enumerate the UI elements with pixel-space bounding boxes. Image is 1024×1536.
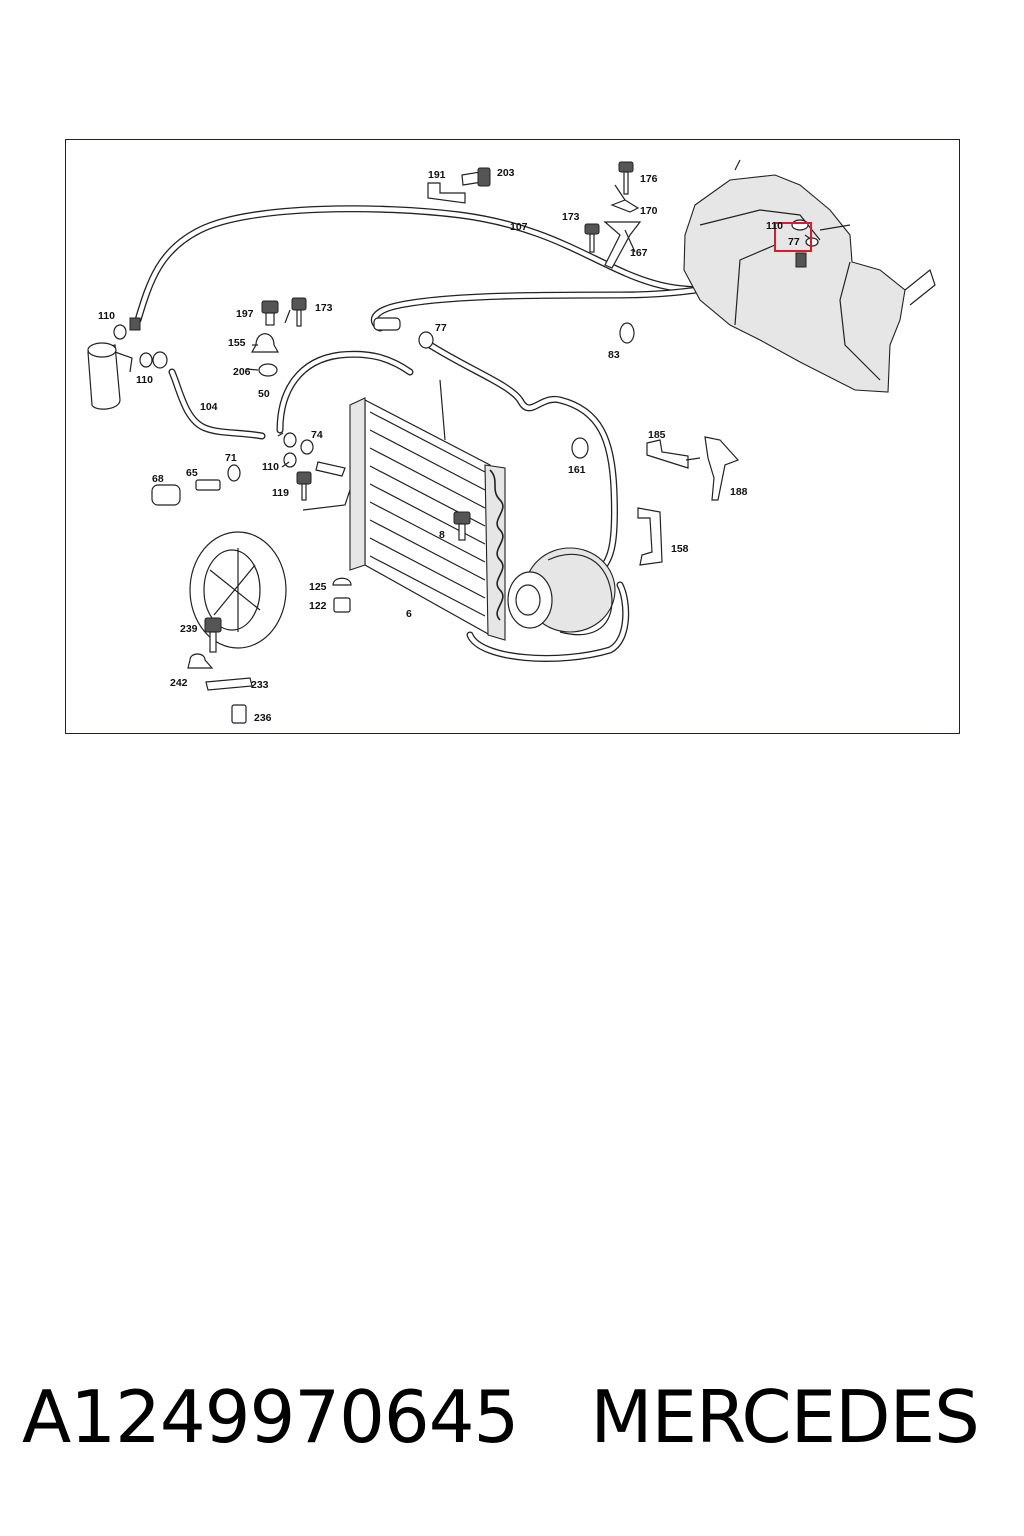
callout-239: 239 <box>180 623 198 635</box>
callout-74: 74 <box>311 429 323 441</box>
callout-labels: 191 203 176 170 173 107 167 110 77 110 1… <box>98 167 800 724</box>
callout-167: 167 <box>630 247 648 259</box>
callout-110-dryer: 110 <box>136 374 153 386</box>
callout-203: 203 <box>497 167 515 179</box>
callout-83: 83 <box>608 349 620 361</box>
callout-71: 71 <box>225 452 237 464</box>
callout-173-top: 173 <box>562 211 580 223</box>
callout-242: 242 <box>170 677 188 689</box>
callout-173-mid: 173 <box>315 302 333 314</box>
small-parts <box>113 161 819 724</box>
callout-8: 8 <box>439 529 445 541</box>
callout-119: 119 <box>272 487 289 499</box>
callout-185: 185 <box>648 429 666 441</box>
callout-176: 176 <box>640 173 658 185</box>
callout-155: 155 <box>228 337 246 349</box>
part-number: A1249970645 <box>22 1375 519 1459</box>
callout-104: 104 <box>200 401 218 413</box>
callout-125: 125 <box>309 581 327 593</box>
compressor <box>507 547 616 636</box>
callout-122: 122 <box>309 600 327 612</box>
callout-110-mid: 110 <box>262 461 279 473</box>
hose-50 <box>276 350 414 434</box>
evaporator-housing <box>683 159 936 393</box>
callout-65: 65 <box>186 467 198 479</box>
callout-110-left: 110 <box>98 310 115 322</box>
callout-77: 77 <box>435 322 447 334</box>
callout-158: 158 <box>671 543 689 555</box>
brand-name: MERCEDES <box>590 1375 979 1459</box>
hose-104 <box>168 368 266 440</box>
callout-68: 68 <box>152 473 164 485</box>
callout-6: 6 <box>406 608 412 620</box>
callout-161: 161 <box>568 464 586 476</box>
caption: A1249970645 MERCEDES <box>22 1372 1012 1462</box>
callout-206: 206 <box>233 366 251 378</box>
hose-compressor <box>426 341 618 574</box>
callout-107: 107 <box>510 221 528 233</box>
callout-188: 188 <box>730 486 748 498</box>
callout-50: 50 <box>258 388 270 400</box>
fan-shroud <box>189 531 287 649</box>
leader-lines <box>245 184 813 468</box>
receiver-dryer <box>87 342 133 410</box>
callout-77-highlighted: 77 <box>788 236 800 248</box>
highlight-box <box>774 222 812 252</box>
callout-110-top: 110 <box>766 220 783 232</box>
condenser <box>349 379 506 641</box>
callout-170: 170 <box>640 205 658 217</box>
callout-233: 233 <box>251 679 269 691</box>
callout-191: 191 <box>428 169 446 181</box>
callout-236: 236 <box>254 712 272 724</box>
callout-197: 197 <box>236 308 254 320</box>
hose-bottom-loop <box>466 581 630 662</box>
